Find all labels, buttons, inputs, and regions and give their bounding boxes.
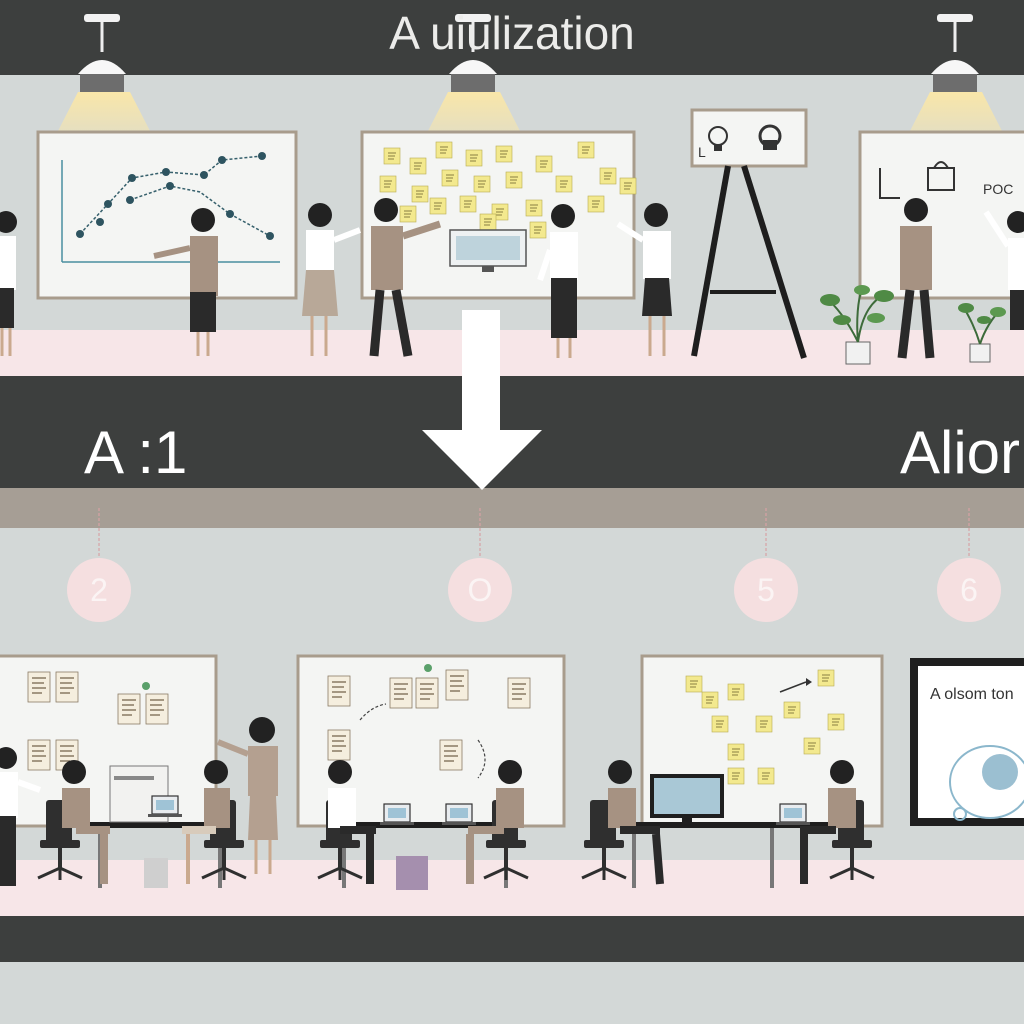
person [62,760,110,884]
presentation-screen [910,658,1024,826]
step-connectors [98,508,970,558]
desk [620,822,830,888]
laptop-icon [441,803,477,826]
board-poc-label: POC [983,181,1014,197]
person [328,760,376,884]
header-title: A uiulization [389,7,635,59]
screen-caption: A olsom ton [930,686,1014,703]
bin [144,858,168,888]
laptop-icon [775,803,811,826]
person [0,747,42,886]
step-badge-3: 5 [734,558,798,622]
person [800,760,856,884]
document-board [0,654,218,828]
lightbulb-icon [708,126,728,151]
laptop-icon [147,795,183,818]
padlock-icon [758,124,782,150]
easel-letter: L [698,144,706,160]
footer-band [0,916,1024,962]
person [369,198,442,357]
bin [396,856,428,890]
step-badge-1: 2 [67,558,131,622]
whiteboard-sticky-notes [360,130,637,300]
down-arrow-icon [422,310,542,490]
divider-right-label: Alior [899,419,1020,486]
whiteboard-poc [858,130,1024,300]
easel-board [690,108,808,359]
laptop-icon [379,803,415,826]
person [216,717,278,874]
step-badge-4: 6 [937,558,1001,622]
plant-icon [820,285,894,365]
person [0,211,17,356]
person [537,204,578,358]
person [182,760,230,884]
person [608,760,664,885]
person [897,198,935,359]
divider-left-label: A :1 [84,419,188,486]
person [466,760,524,884]
header-band [0,0,1024,75]
person [616,203,672,356]
plant-icon [958,303,1006,363]
step-badge-2: O [448,558,512,622]
desktop-monitor [650,774,724,824]
person [153,208,218,356]
taupe-rail [0,488,1024,528]
person [983,210,1024,330]
whiteboard-chart [36,130,298,300]
person [302,203,362,356]
